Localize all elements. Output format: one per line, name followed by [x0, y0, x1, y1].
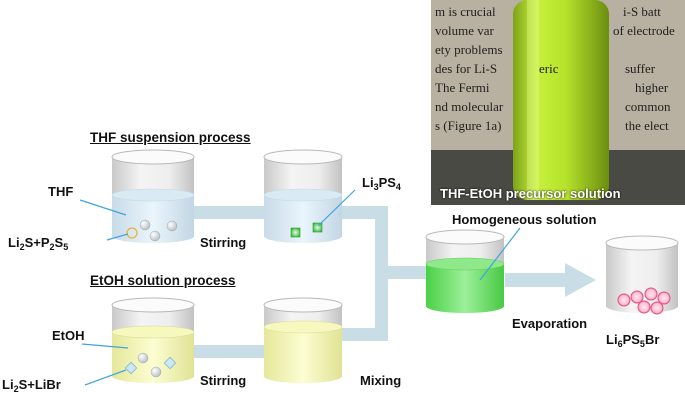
etoh-label: EtOH: [52, 329, 85, 342]
flow-arrows: [193, 206, 596, 358]
arrow-bottom-out: [340, 328, 380, 341]
product-sphere: [638, 301, 650, 313]
beaker-homogeneous: [426, 230, 504, 313]
photo-text-line: higher: [635, 78, 668, 97]
photo-text-line: nd molecular: [435, 99, 503, 114]
stirring-label-bottom: Stirring: [200, 374, 246, 387]
beaker-product: [606, 236, 678, 314]
photo-background-text: m is crucial i-S batt volume var of electr…: [435, 2, 685, 135]
beaker-li3ps4: [264, 150, 342, 243]
arrow-evaporation-head: [565, 263, 596, 297]
formula-text: S+LiBr: [19, 377, 61, 392]
particle-sphere: [167, 221, 177, 231]
photo-text-line: suffer: [625, 59, 655, 78]
beaker-etoh-stirred: [264, 298, 342, 383]
photo-text-line: the elect: [625, 116, 669, 135]
photo-text-line: s (Figure 1a): [435, 118, 501, 133]
mixing-label: Mixing: [360, 374, 401, 387]
product-sphere: [645, 288, 657, 300]
formula-text: Li: [362, 175, 374, 190]
particle-sphere: [151, 367, 161, 377]
photo-text-line: i-S batt: [623, 2, 661, 21]
formula-text: Br: [645, 332, 659, 347]
particle-sphere: [138, 353, 148, 363]
formula-text: S: [55, 235, 64, 250]
formula-text: S+P: [25, 235, 50, 250]
homogeneous-solution-label: Homogeneous solution: [452, 213, 596, 226]
photo-text-line: volume var: [435, 23, 494, 38]
photo-text-line: The Fermi: [435, 80, 490, 95]
li2s-libr-label: Li2S+LiBr: [2, 378, 61, 391]
formula-text: PS: [379, 175, 396, 190]
evaporation-label: Evaporation: [512, 317, 587, 330]
arrow-top-out: [340, 206, 380, 219]
arrow-evaporation-shaft: [505, 273, 567, 287]
thf-process-heading: THF suspension process: [90, 131, 251, 145]
product-sphere: [618, 294, 630, 306]
arrow-top-stirring: [193, 206, 265, 219]
li3ps4-label: Li3PS4: [362, 176, 401, 189]
photo-text-line: des for Li-S: [435, 61, 497, 76]
thf-label: THF: [48, 185, 73, 198]
crystal-particle: [313, 223, 322, 232]
formula-text: PS: [623, 332, 640, 347]
photo-text-line: eric: [539, 59, 558, 78]
formula-text: Li: [8, 235, 20, 250]
li6ps5br-label: Li6PS5Br: [606, 333, 659, 346]
product-sphere: [651, 302, 663, 314]
arrow-to-mixing: [375, 266, 427, 279]
crystal-particle: [291, 228, 300, 237]
formula-text: Li: [606, 332, 618, 347]
beaker-thf: [112, 150, 194, 243]
etoh-process-heading: EtOH solution process: [90, 274, 236, 288]
precursor-solution-photo: m is crucial i-S batt volume var of electr…: [431, 0, 685, 205]
formula-subscript: 5: [63, 242, 68, 252]
formula-subscript: 4: [396, 182, 401, 192]
photo-text-line: m is crucial: [435, 4, 496, 19]
stirring-label-top: Stirring: [200, 236, 246, 249]
photo-caption: THF-EtOH precursor solution: [440, 186, 621, 201]
particle-sphere: [150, 231, 160, 241]
li2s-p2s5-label: Li2S+P2S5: [8, 236, 68, 249]
arrow-bottom-stirring: [193, 345, 265, 358]
photo-text-line: of electrode: [613, 21, 675, 40]
formula-text: Li: [2, 377, 14, 392]
photo-text-line: common: [625, 97, 671, 116]
photo-text-line: ety problems: [435, 42, 503, 57]
particle-sphere: [140, 220, 150, 230]
